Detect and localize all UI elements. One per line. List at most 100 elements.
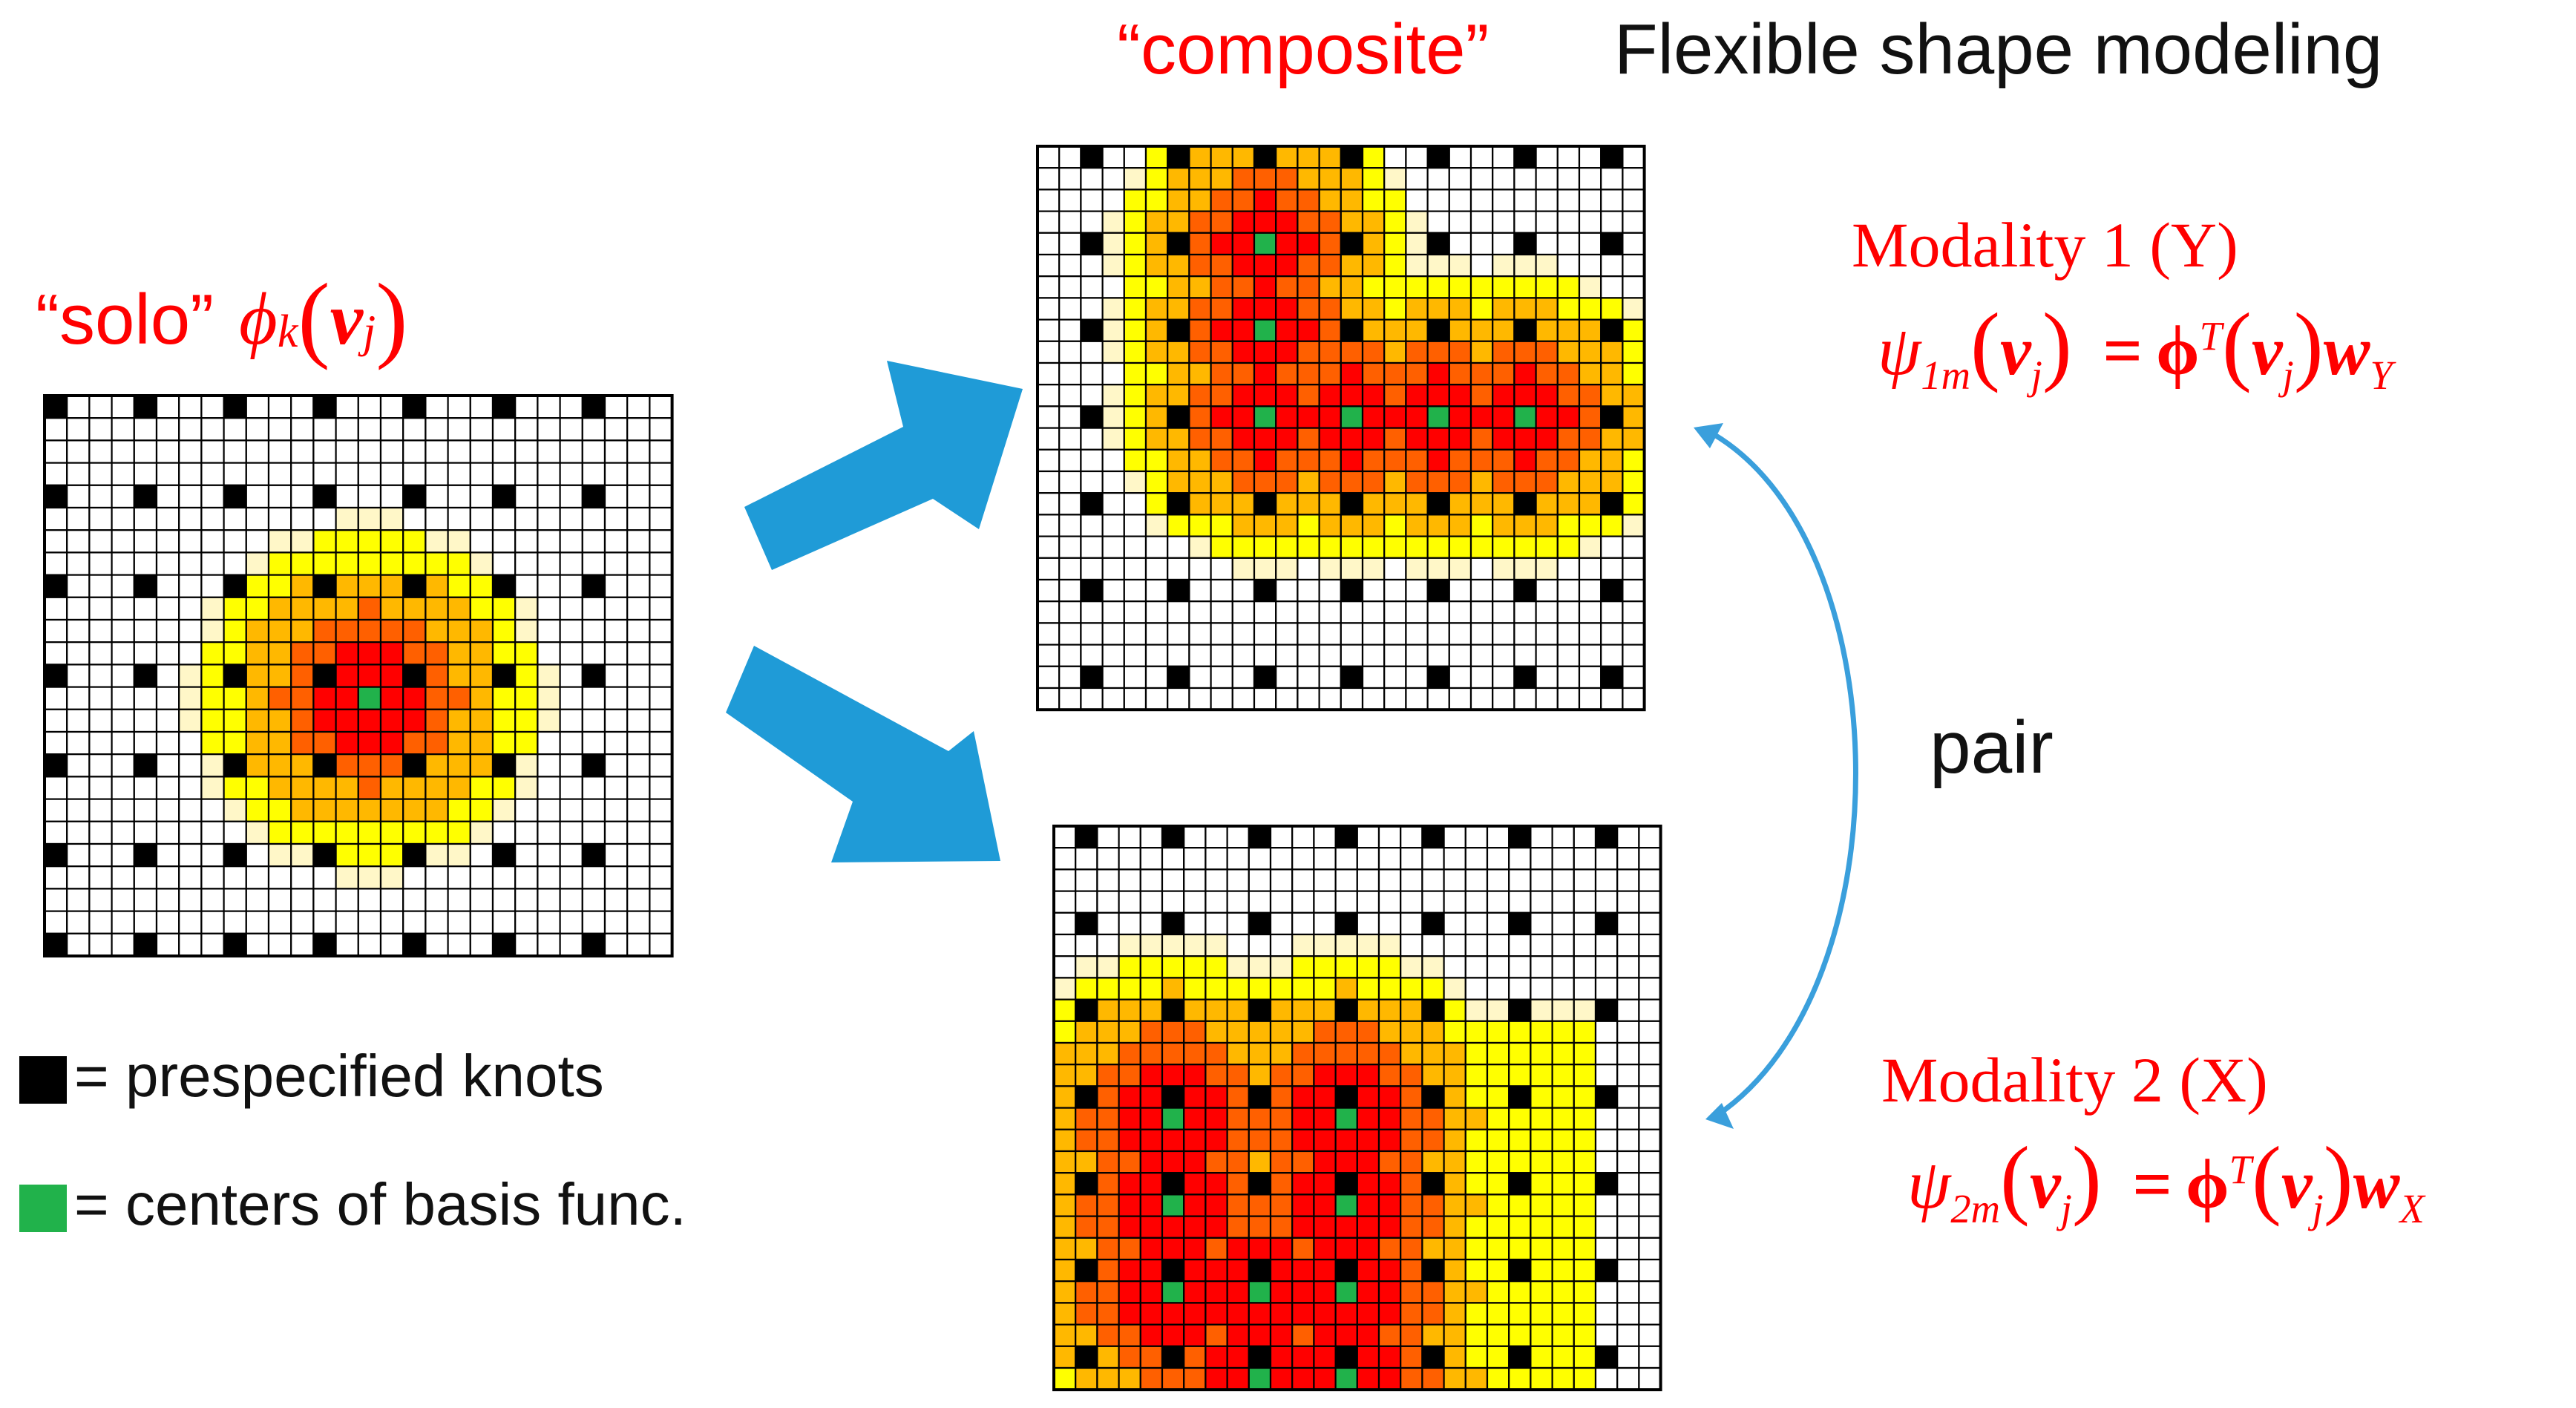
knot-cell (491, 574, 517, 598)
grid-cell (1205, 1366, 1228, 1391)
grid-cell (267, 417, 292, 442)
grid-cell (1210, 275, 1233, 299)
grid-cell (1183, 1366, 1207, 1391)
grid-cell (1530, 933, 1553, 957)
grid-cell (1275, 297, 1299, 321)
grid-cell (111, 596, 135, 621)
grid-cell (1421, 1064, 1445, 1087)
grid-cell (1535, 514, 1559, 537)
grid-cell (43, 730, 68, 756)
grid-cell (1508, 890, 1532, 914)
grid-cell (1123, 644, 1147, 667)
knot-cell (1161, 911, 1185, 936)
grid-cell (649, 820, 673, 845)
grid-cell (1535, 492, 1559, 516)
grid-cell (1139, 1064, 1164, 1087)
grid-cell (178, 932, 203, 957)
grid-cell (1469, 145, 1494, 169)
grid-cell (111, 417, 135, 442)
grid-cell (1248, 1041, 1272, 1066)
grid-cell (1226, 1237, 1250, 1261)
grid-cell (1096, 847, 1120, 871)
grid-cell (402, 910, 427, 934)
grid-cell (1096, 1345, 1120, 1369)
knot-cell (1167, 492, 1190, 516)
grid-cell (425, 596, 449, 621)
grid-cell (1508, 1366, 1532, 1391)
grid-cell (1556, 340, 1581, 364)
grid-cell (1600, 427, 1624, 451)
grid-cell (1600, 448, 1624, 473)
grid-cell (1448, 145, 1472, 169)
grid-cell (1183, 1041, 1207, 1066)
grid-cell (537, 776, 561, 800)
grid-cell (66, 753, 91, 778)
grid-cell (1275, 318, 1299, 342)
grid-cell (649, 462, 673, 486)
grid-cell (1443, 1302, 1466, 1326)
grid-cell (178, 529, 203, 554)
grid-cell (1530, 1107, 1553, 1130)
grid-cell (1205, 1258, 1228, 1283)
grid-cell (1578, 578, 1602, 603)
grid-cell (1551, 977, 1575, 1001)
grid-cell (1269, 1041, 1294, 1066)
grid-cell (1530, 890, 1553, 914)
grid-cell (1616, 1107, 1640, 1130)
grid-cell (1578, 145, 1602, 169)
grid-cell (402, 506, 427, 531)
grid-cell (1269, 911, 1294, 936)
grid-cell (1616, 1215, 1640, 1239)
grid-cell (1578, 384, 1602, 407)
knot-cell (43, 842, 68, 868)
grid-cell (1101, 687, 1125, 711)
grid-cell (133, 730, 158, 756)
grid-cell (1361, 557, 1386, 581)
knot-cell (43, 753, 68, 778)
grid-cell (178, 686, 203, 710)
grid-cell (1443, 847, 1466, 871)
composite-grid-modality-1 (1036, 145, 1646, 712)
grid-cell (1269, 1345, 1294, 1369)
grid-cell (1253, 189, 1277, 212)
grid-cell (1139, 1280, 1164, 1304)
grid-cell (1058, 210, 1082, 234)
grid-cell (1556, 275, 1581, 299)
grid-cell (1551, 1366, 1575, 1391)
grid-cell (1508, 1215, 1532, 1239)
grid-cell (1231, 535, 1256, 559)
grid-cell (1334, 977, 1358, 1001)
grid-cell (245, 417, 270, 442)
grid-cell (1443, 1193, 1466, 1217)
grid-cell (267, 888, 292, 912)
grid-cell (537, 484, 561, 509)
knot-cell (581, 932, 606, 957)
grid-cell (1052, 998, 1077, 1022)
grid-cell (1075, 933, 1098, 957)
modality-1-psi: ψ (1878, 312, 1921, 390)
modality-2-arg-sub: j (2060, 1185, 2072, 1231)
grid-cell (537, 865, 561, 890)
grid-cell (245, 820, 270, 845)
grid-cell (1594, 1128, 1619, 1153)
grid-cell (1291, 1345, 1315, 1369)
basis-center-cell (1513, 405, 1537, 429)
grid-cell (200, 641, 225, 666)
grid-cell (514, 865, 539, 890)
grid-cell (1600, 340, 1624, 364)
grid-cell (1161, 1020, 1185, 1044)
grid-cell (1275, 167, 1299, 191)
grid-cell (1469, 600, 1494, 624)
grid-cell (1361, 448, 1386, 473)
knot-cell (1513, 318, 1537, 342)
grid-cell (1205, 1237, 1228, 1261)
grid-cell (379, 932, 404, 957)
grid-cell (1443, 1020, 1466, 1044)
grid-cell (1400, 825, 1423, 849)
grid-cell (1443, 933, 1466, 957)
grid-cell (1226, 1041, 1250, 1066)
grid-cell (1622, 427, 1645, 451)
grid-cell (1486, 1366, 1510, 1391)
grid-cell (425, 417, 449, 442)
grid-cell (1448, 318, 1472, 342)
